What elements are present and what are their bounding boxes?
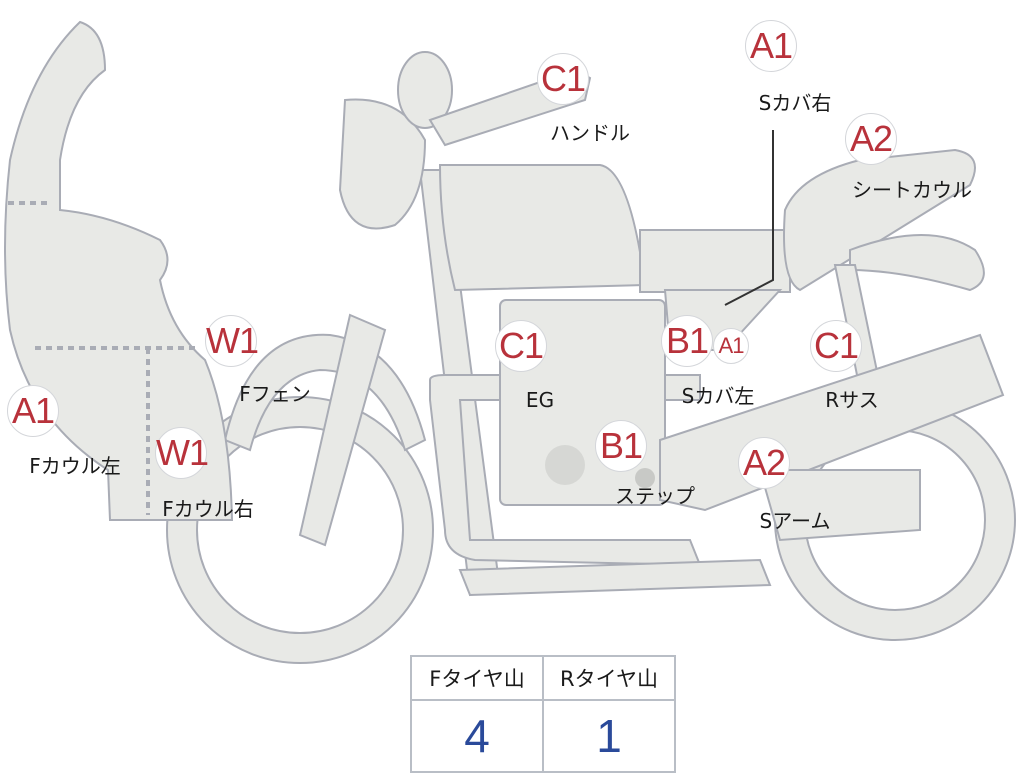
part-label: Sカバ左 (681, 384, 755, 408)
damage-code: A2 (738, 437, 790, 489)
part-label: Rサス (825, 388, 879, 412)
part-label: ステップ (615, 484, 695, 508)
damage-code: W1 (155, 427, 209, 479)
headlight (338, 98, 427, 230)
part-label: Sアーム (759, 509, 831, 533)
part-label: Fカウル右 (162, 497, 254, 521)
front-wheel (167, 397, 433, 663)
part-label: Sカバ右 (758, 91, 832, 115)
seat (639, 229, 791, 293)
rear-tire-header: Rタイヤ山 (542, 655, 676, 701)
damage-code: A2 (845, 113, 897, 165)
fuel-tank (438, 164, 647, 292)
damage-code: A1 (745, 20, 797, 72)
front-tire-header: Fタイヤ山 (410, 655, 544, 701)
tire-tread-table: Fタイヤ山 Rタイヤ山 4 1 (410, 655, 676, 773)
front-cowl (4, 20, 234, 521)
front-tire-value: 4 (410, 699, 544, 773)
damage-code: B1 (595, 420, 647, 472)
damage-code: C1 (537, 53, 589, 105)
exhaust (458, 558, 772, 597)
damage-code: A1 (7, 385, 59, 437)
front-fork (298, 313, 387, 547)
part-label: Fカウル左 (29, 454, 121, 478)
part-label: シートカウル (852, 178, 972, 202)
damage-code-secondary: A1 (713, 328, 749, 364)
damage-code: B1 (661, 315, 713, 367)
seat-cowl (783, 148, 976, 292)
rear-tire-value: 1 (542, 699, 676, 773)
leader-line (724, 130, 774, 306)
part-label: Fフェン (239, 382, 311, 406)
damage-code: C1 (495, 320, 547, 372)
damage-code: W1 (205, 315, 259, 367)
part-label: ハンドル (550, 121, 630, 145)
part-label: EG (525, 388, 555, 412)
damage-code: C1 (810, 320, 862, 372)
